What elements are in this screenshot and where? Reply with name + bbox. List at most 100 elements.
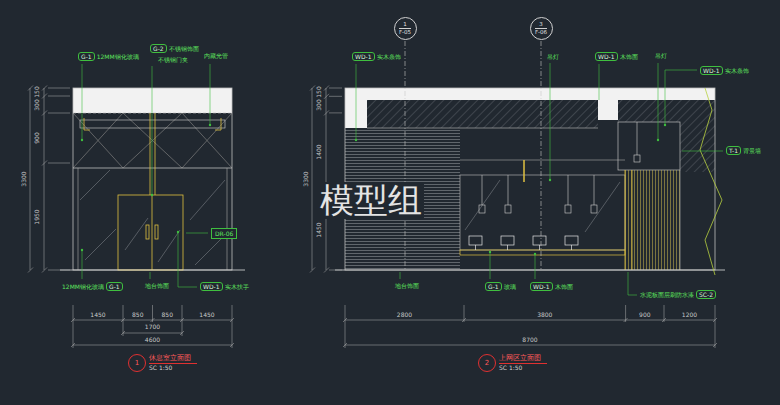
right-elevation-part xyxy=(598,100,618,120)
dimension-lines xyxy=(28,86,717,349)
grid-number: 1 xyxy=(403,21,407,28)
dimension-value: 1450 xyxy=(315,222,322,237)
right-elevation-part-part xyxy=(505,205,511,213)
view-number: 1 xyxy=(135,359,139,367)
dimension-lines-part xyxy=(71,343,75,347)
leader-dots-part xyxy=(664,124,666,126)
material-note: 内藏光管 xyxy=(204,52,228,59)
dimension-value: 150 xyxy=(33,86,40,97)
right-elevation-part-part xyxy=(594,175,595,205)
leader-lines-part xyxy=(665,70,697,125)
dimension-lines-part xyxy=(44,88,45,270)
right-elevation-part xyxy=(479,175,597,213)
dimension-value: 3800 xyxy=(537,311,552,318)
leader-dots-part xyxy=(657,139,659,141)
material-code: G-1 xyxy=(485,282,502,291)
right-elevation-part-part xyxy=(501,236,514,245)
right-elevation-part xyxy=(634,155,640,162)
left-elevation-part xyxy=(73,113,232,168)
leader-dots-part xyxy=(489,251,491,253)
left-elevation-part xyxy=(73,88,232,113)
sheet-ref: F-05 xyxy=(399,29,411,36)
left-elevation-part-part xyxy=(118,195,183,270)
view-scale: SC 1:50 xyxy=(149,364,172,371)
material-callout: G-112MM钢化玻璃 xyxy=(62,282,123,291)
material-note: 地台饰面 xyxy=(395,282,419,289)
dimension-lines-part xyxy=(180,318,184,322)
view-name: 上网区立面图 xyxy=(499,355,547,364)
left-elevation-part-part xyxy=(182,113,232,168)
right-elevation-part xyxy=(625,170,680,270)
door-code: DR-06 xyxy=(215,230,233,237)
dimension-lines-part xyxy=(30,88,31,270)
leader-lines-part xyxy=(82,250,83,279)
left-elevation-part-part xyxy=(73,113,123,168)
material-callout: WD-1实木扶手 xyxy=(200,282,249,291)
material-note: 木饰面 xyxy=(555,283,573,290)
material-code: WD-1 xyxy=(530,282,553,291)
material-code: SC-2 xyxy=(696,290,716,299)
left-elevation-part-part xyxy=(85,229,116,260)
leader-lines-part xyxy=(682,151,723,152)
dimension-value: 1700 xyxy=(145,323,160,330)
material-callout: SC-2水泥板面层刷防水漆 xyxy=(640,290,716,299)
material-code: WD-1 xyxy=(595,52,618,61)
material-note: 水泥板面层刷防水漆 xyxy=(640,291,694,298)
material-callout: G-112MM钢化玻璃 xyxy=(78,52,139,61)
material-callout: T-1背景墙 xyxy=(726,146,761,155)
material-callout: WD-1实木条饰 xyxy=(700,66,749,75)
leader-lines-part xyxy=(400,272,401,279)
leader-dots-part xyxy=(355,139,357,141)
material-note: 实木条饰 xyxy=(725,67,749,74)
material-code: WD-1 xyxy=(700,66,723,75)
left-elevation-part-part xyxy=(158,230,180,262)
view-number: 2 xyxy=(485,359,489,367)
view-name: 休息室立面图 xyxy=(149,355,197,364)
dimension-lines-part xyxy=(180,331,184,335)
leader-lines-part xyxy=(178,232,197,287)
dimension-value: 850 xyxy=(162,311,173,318)
left-elevation-part-part xyxy=(190,180,225,220)
material-note: 木饰面 xyxy=(620,53,638,60)
grid-bubble: 3F-06 xyxy=(530,17,553,40)
leader-dots-part xyxy=(151,194,153,196)
material-note: 不锈钢门夹 xyxy=(158,56,188,63)
dimension-value: 900 xyxy=(639,311,650,318)
material-code: G-1 xyxy=(78,52,95,61)
dimension-lines-part xyxy=(42,111,47,116)
title-circle: 2 xyxy=(478,354,496,372)
dimension-lines-part xyxy=(232,305,233,348)
left-elevation-part xyxy=(73,168,232,169)
material-code: G-2 xyxy=(150,44,167,53)
leader-lines-part xyxy=(550,63,551,180)
right-elevation-part xyxy=(625,170,626,270)
left-elevation-part-part xyxy=(73,113,123,168)
dimension-lines-part xyxy=(462,318,466,322)
left-elevation-part xyxy=(73,113,232,114)
dimension-lines-part xyxy=(42,94,47,99)
right-elevation-part-part xyxy=(465,180,500,230)
grid-number: 3 xyxy=(539,21,543,28)
material-note: 12MM钢化玻璃 xyxy=(62,283,104,290)
right-elevation-part xyxy=(465,180,620,232)
material-callout: WD-1木饰面 xyxy=(530,282,573,291)
material-note: 玻璃 xyxy=(504,283,516,290)
dimension-lines-part xyxy=(123,333,182,334)
right-elevation-part-part xyxy=(475,245,476,250)
right-elevation-part xyxy=(460,160,625,161)
material-note: 12MM钢化玻璃 xyxy=(97,53,139,60)
left-elevation-part-part xyxy=(152,195,153,270)
material-callout: WD-1木饰面 xyxy=(595,52,638,61)
leader-lines-part xyxy=(628,272,637,295)
right-elevation-part xyxy=(460,175,625,250)
dimension-value: 4600 xyxy=(145,336,160,343)
material-note: 吊灯 xyxy=(547,53,559,60)
dimension-lines-part xyxy=(28,268,33,273)
dimension-value: 1950 xyxy=(33,209,40,224)
left-elevation-part-part xyxy=(150,113,151,195)
dimension-lines-part xyxy=(121,318,125,322)
dimension-value: 8700 xyxy=(522,336,537,343)
dimension-lines-part xyxy=(48,113,70,114)
dimension-lines-part xyxy=(230,318,234,322)
right-elevation xyxy=(335,41,725,275)
